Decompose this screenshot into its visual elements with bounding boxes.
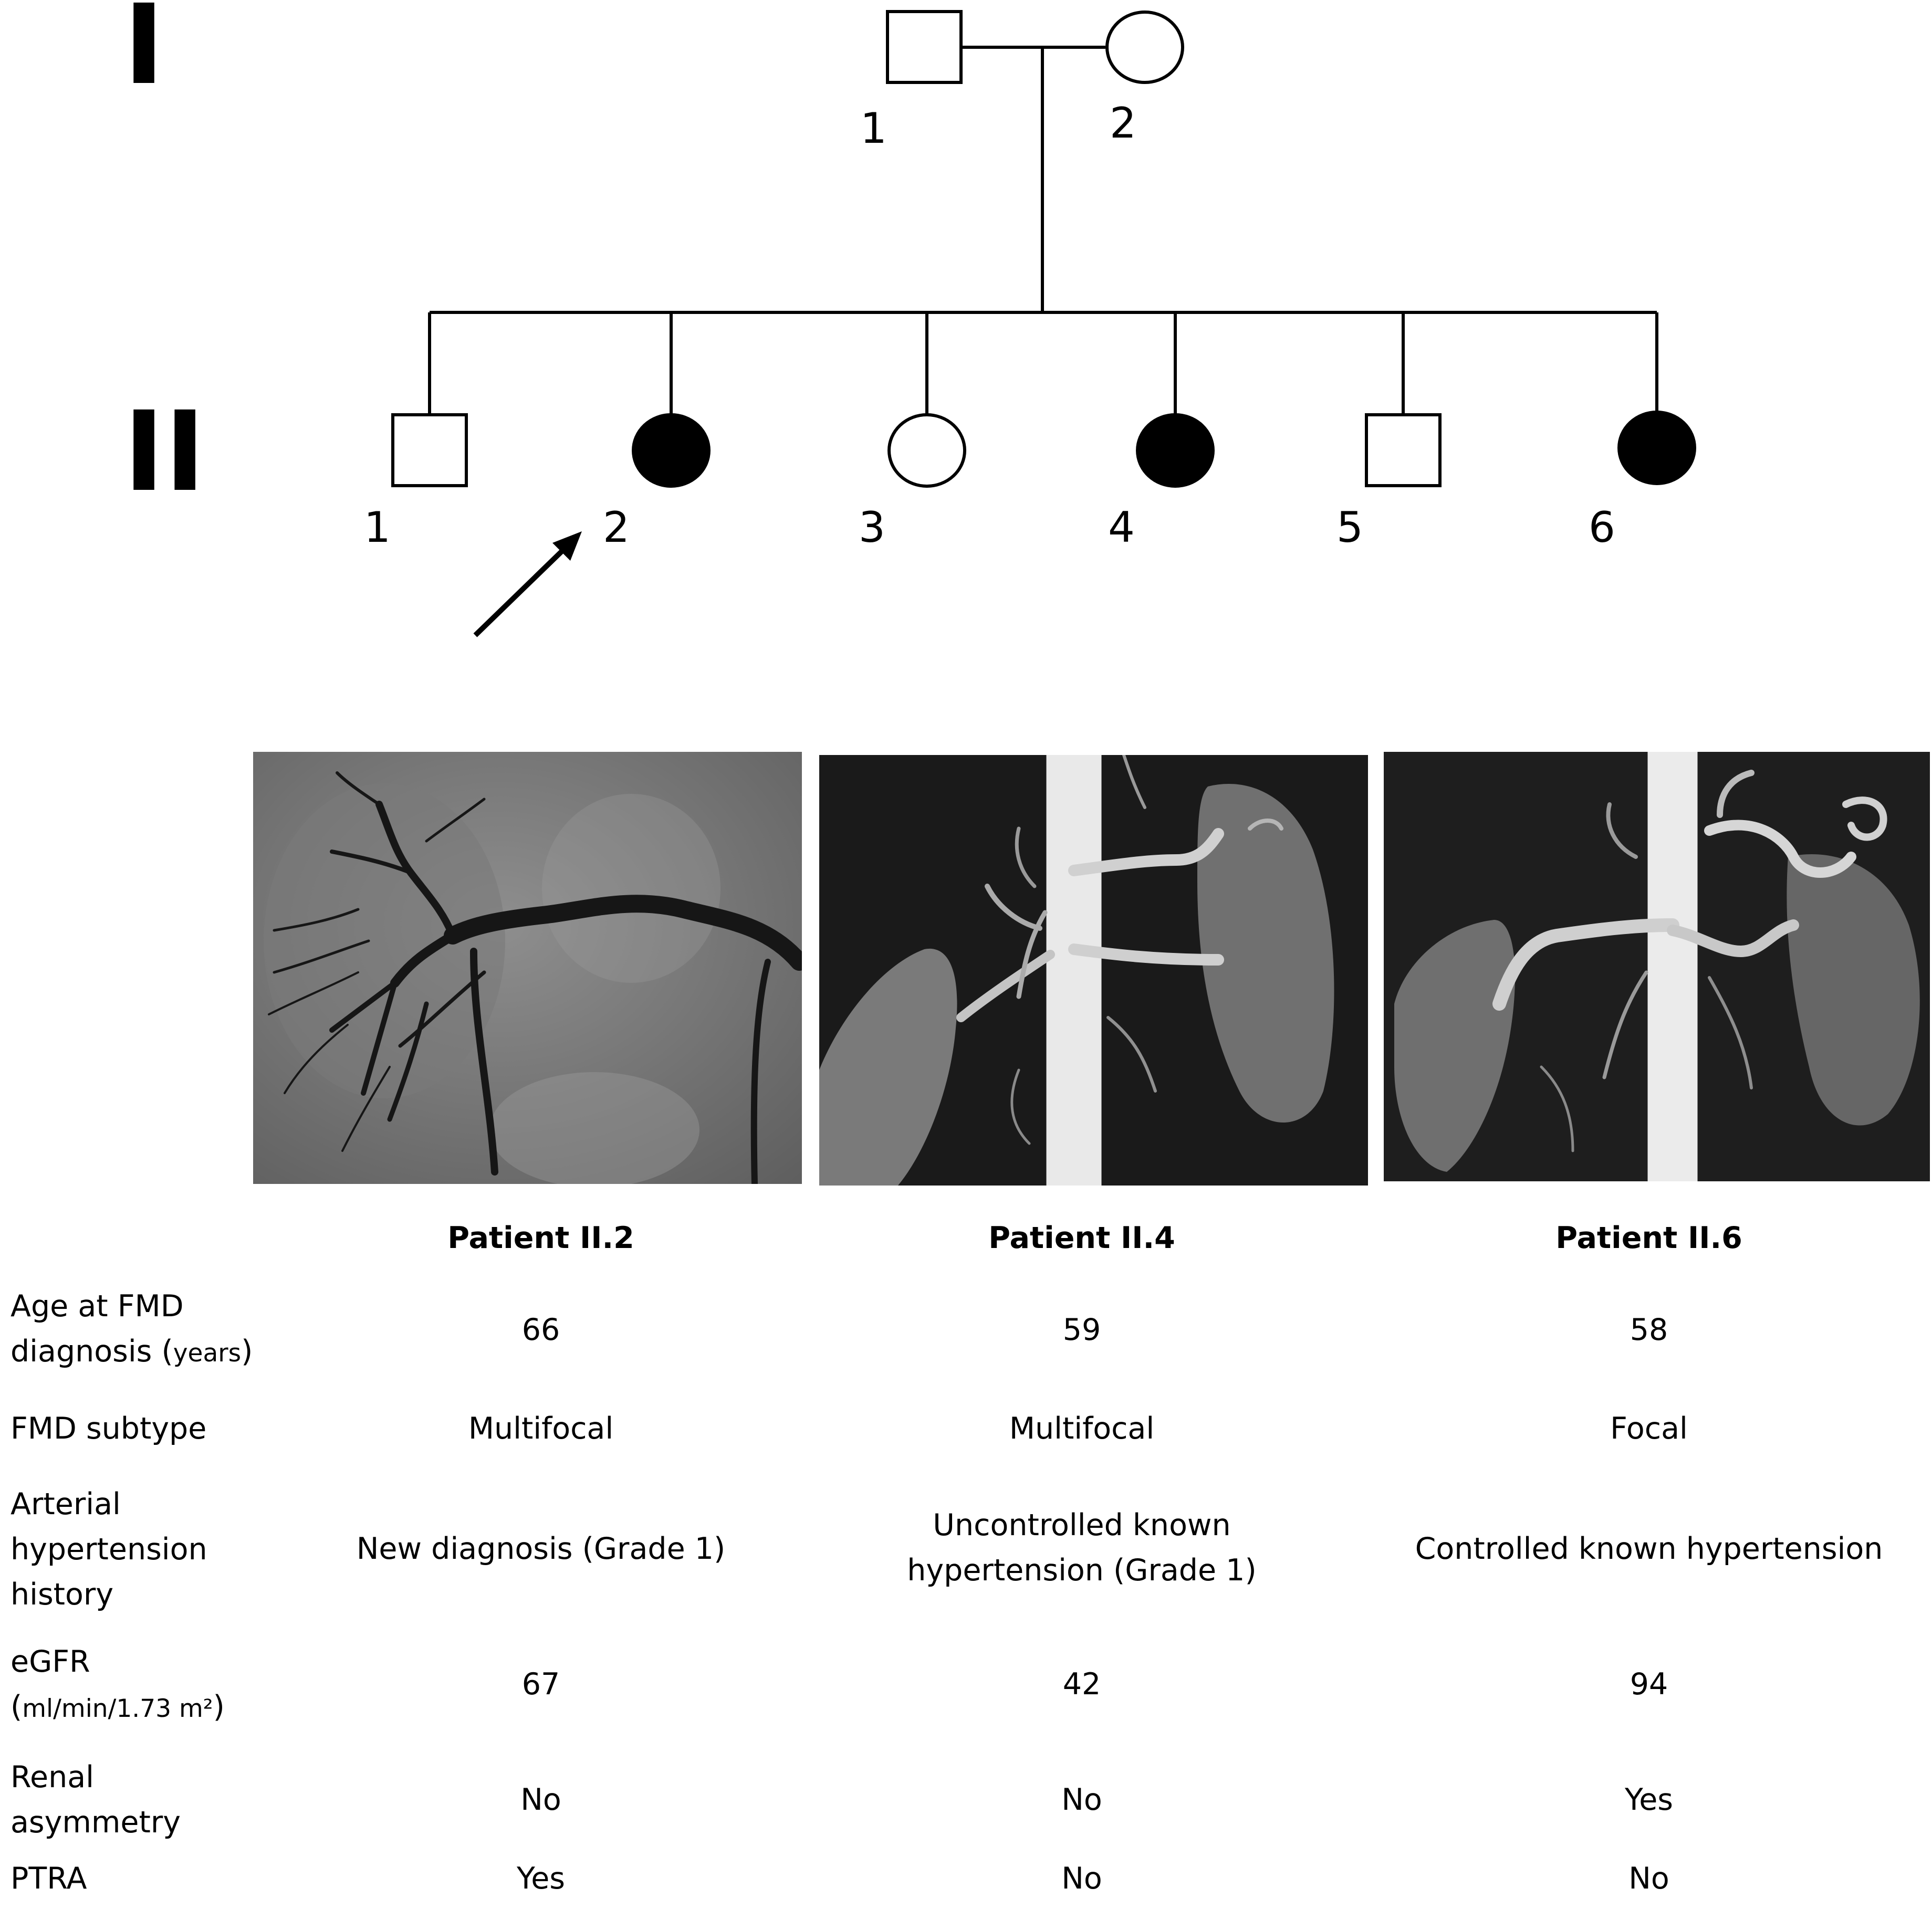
individual-number: 5 — [1336, 503, 1363, 552]
row-label-hypertension-line3: history — [11, 1577, 114, 1612]
cell-hypertension-patient-ii-4-line1: Uncontrolled known — [933, 1508, 1231, 1543]
row-label-age-unit: years — [173, 1339, 242, 1368]
individual-number: 6 — [1589, 503, 1615, 552]
row-label-egfr-open: ( — [11, 1690, 23, 1724]
individual-number: 1 — [860, 104, 887, 153]
individual-i-2-female — [1105, 11, 1184, 84]
cell-asymmetry-patient-ii-4: No — [1061, 1782, 1102, 1817]
row-label-age: Age at FMD diagnosis (years) — [11, 1284, 305, 1376]
column-header-patient-ii-4: Patient II.4 — [988, 1221, 1175, 1255]
individual-ii-1-male — [391, 413, 468, 487]
cell-ptra-patient-ii-4: No — [1061, 1861, 1102, 1896]
generation-label-ii: II — [123, 387, 205, 516]
mr-angiography-image-patient-ii-4 — [819, 755, 1368, 1186]
column-header-patient-ii-2: Patient II.2 — [447, 1221, 634, 1255]
row-label-subtype: FMD subtype — [11, 1411, 207, 1446]
row-label-egfr-unit: ml/min/1.73 m² — [22, 1694, 213, 1723]
individual-number: 3 — [859, 503, 885, 552]
cell-subtype-patient-ii-6: Focal — [1610, 1411, 1688, 1446]
cell-age-patient-ii-4: 59 — [1062, 1313, 1101, 1347]
row-label-asymmetry-line2: asymmetry — [11, 1805, 181, 1840]
row-label-asymmetry: Renal asymmetry — [11, 1755, 305, 1845]
proband-arrow-head — [552, 531, 582, 561]
angiography-image-patient-ii-2 — [253, 752, 802, 1184]
cell-egfr-patient-ii-2: 67 — [521, 1667, 560, 1702]
row-label-egfr-close: ) — [213, 1690, 225, 1724]
mr-angiography-image-patient-ii-6 — [1384, 752, 1930, 1181]
individual-ii-3-female — [887, 413, 966, 488]
cell-ptra-patient-ii-6: No — [1628, 1861, 1669, 1896]
row-label-age-close: ) — [241, 1334, 253, 1369]
cell-hypertension-patient-ii-4: Uncontrolled known hypertension (Grade 1… — [819, 1503, 1344, 1593]
row-label-egfr-line1: eGFR — [11, 1644, 90, 1679]
cell-age-patient-ii-2: 66 — [521, 1313, 560, 1347]
individual-ii-6-female-affected — [1617, 411, 1696, 485]
individual-ii-4-female-affected — [1136, 413, 1215, 488]
cell-asymmetry-patient-ii-2: No — [520, 1782, 561, 1817]
cell-hypertension-patient-ii-6: Controlled known hypertension — [1415, 1532, 1883, 1566]
row-label-hypertension-line2: hypertension — [11, 1532, 207, 1567]
individual-ii-5-male — [1365, 413, 1442, 487]
cell-egfr-patient-ii-4: 42 — [1062, 1667, 1101, 1702]
cell-subtype-patient-ii-4: Multifocal — [1009, 1411, 1155, 1446]
cell-age-patient-ii-6: 58 — [1630, 1313, 1668, 1347]
row-label-asymmetry-line1: Renal — [11, 1760, 95, 1795]
pedigree-chart: I II 1 2 1 2 3 4 5 6 — [123, 0, 1696, 637]
column-header-patient-ii-6: Patient II.6 — [1555, 1221, 1742, 1255]
row-label-age-line1: Age at FMD — [11, 1289, 184, 1324]
row-label-egfr: eGFR (ml/min/1.73 m²) — [11, 1639, 305, 1732]
individual-number: 1 — [364, 503, 391, 552]
row-label-ptra: PTRA — [11, 1861, 87, 1896]
row-label-age-line2: diagnosis ( — [11, 1334, 173, 1369]
cell-asymmetry-patient-ii-6: Yes — [1624, 1782, 1673, 1817]
row-label-hypertension-line1: Arterial — [11, 1487, 121, 1522]
individual-number: 2 — [1110, 99, 1136, 148]
individual-ii-2-female-affected — [632, 413, 711, 488]
cell-ptra-patient-ii-2: Yes — [516, 1861, 565, 1896]
cell-hypertension-patient-ii-4-line2: hypertension (Grade 1) — [907, 1553, 1257, 1588]
cell-subtype-patient-ii-2: Multifocal — [468, 1411, 614, 1446]
individual-number: 2 — [603, 503, 630, 552]
individual-i-1-male — [886, 10, 963, 84]
row-label-hypertension: Arterial hypertension history — [11, 1482, 305, 1617]
generation-label-i: I — [123, 0, 164, 109]
cell-hypertension-patient-ii-2: New diagnosis (Grade 1) — [356, 1532, 726, 1566]
cell-egfr-patient-ii-6: 94 — [1630, 1667, 1668, 1702]
proband-arrow — [473, 547, 567, 637]
individual-number: 4 — [1108, 503, 1135, 552]
